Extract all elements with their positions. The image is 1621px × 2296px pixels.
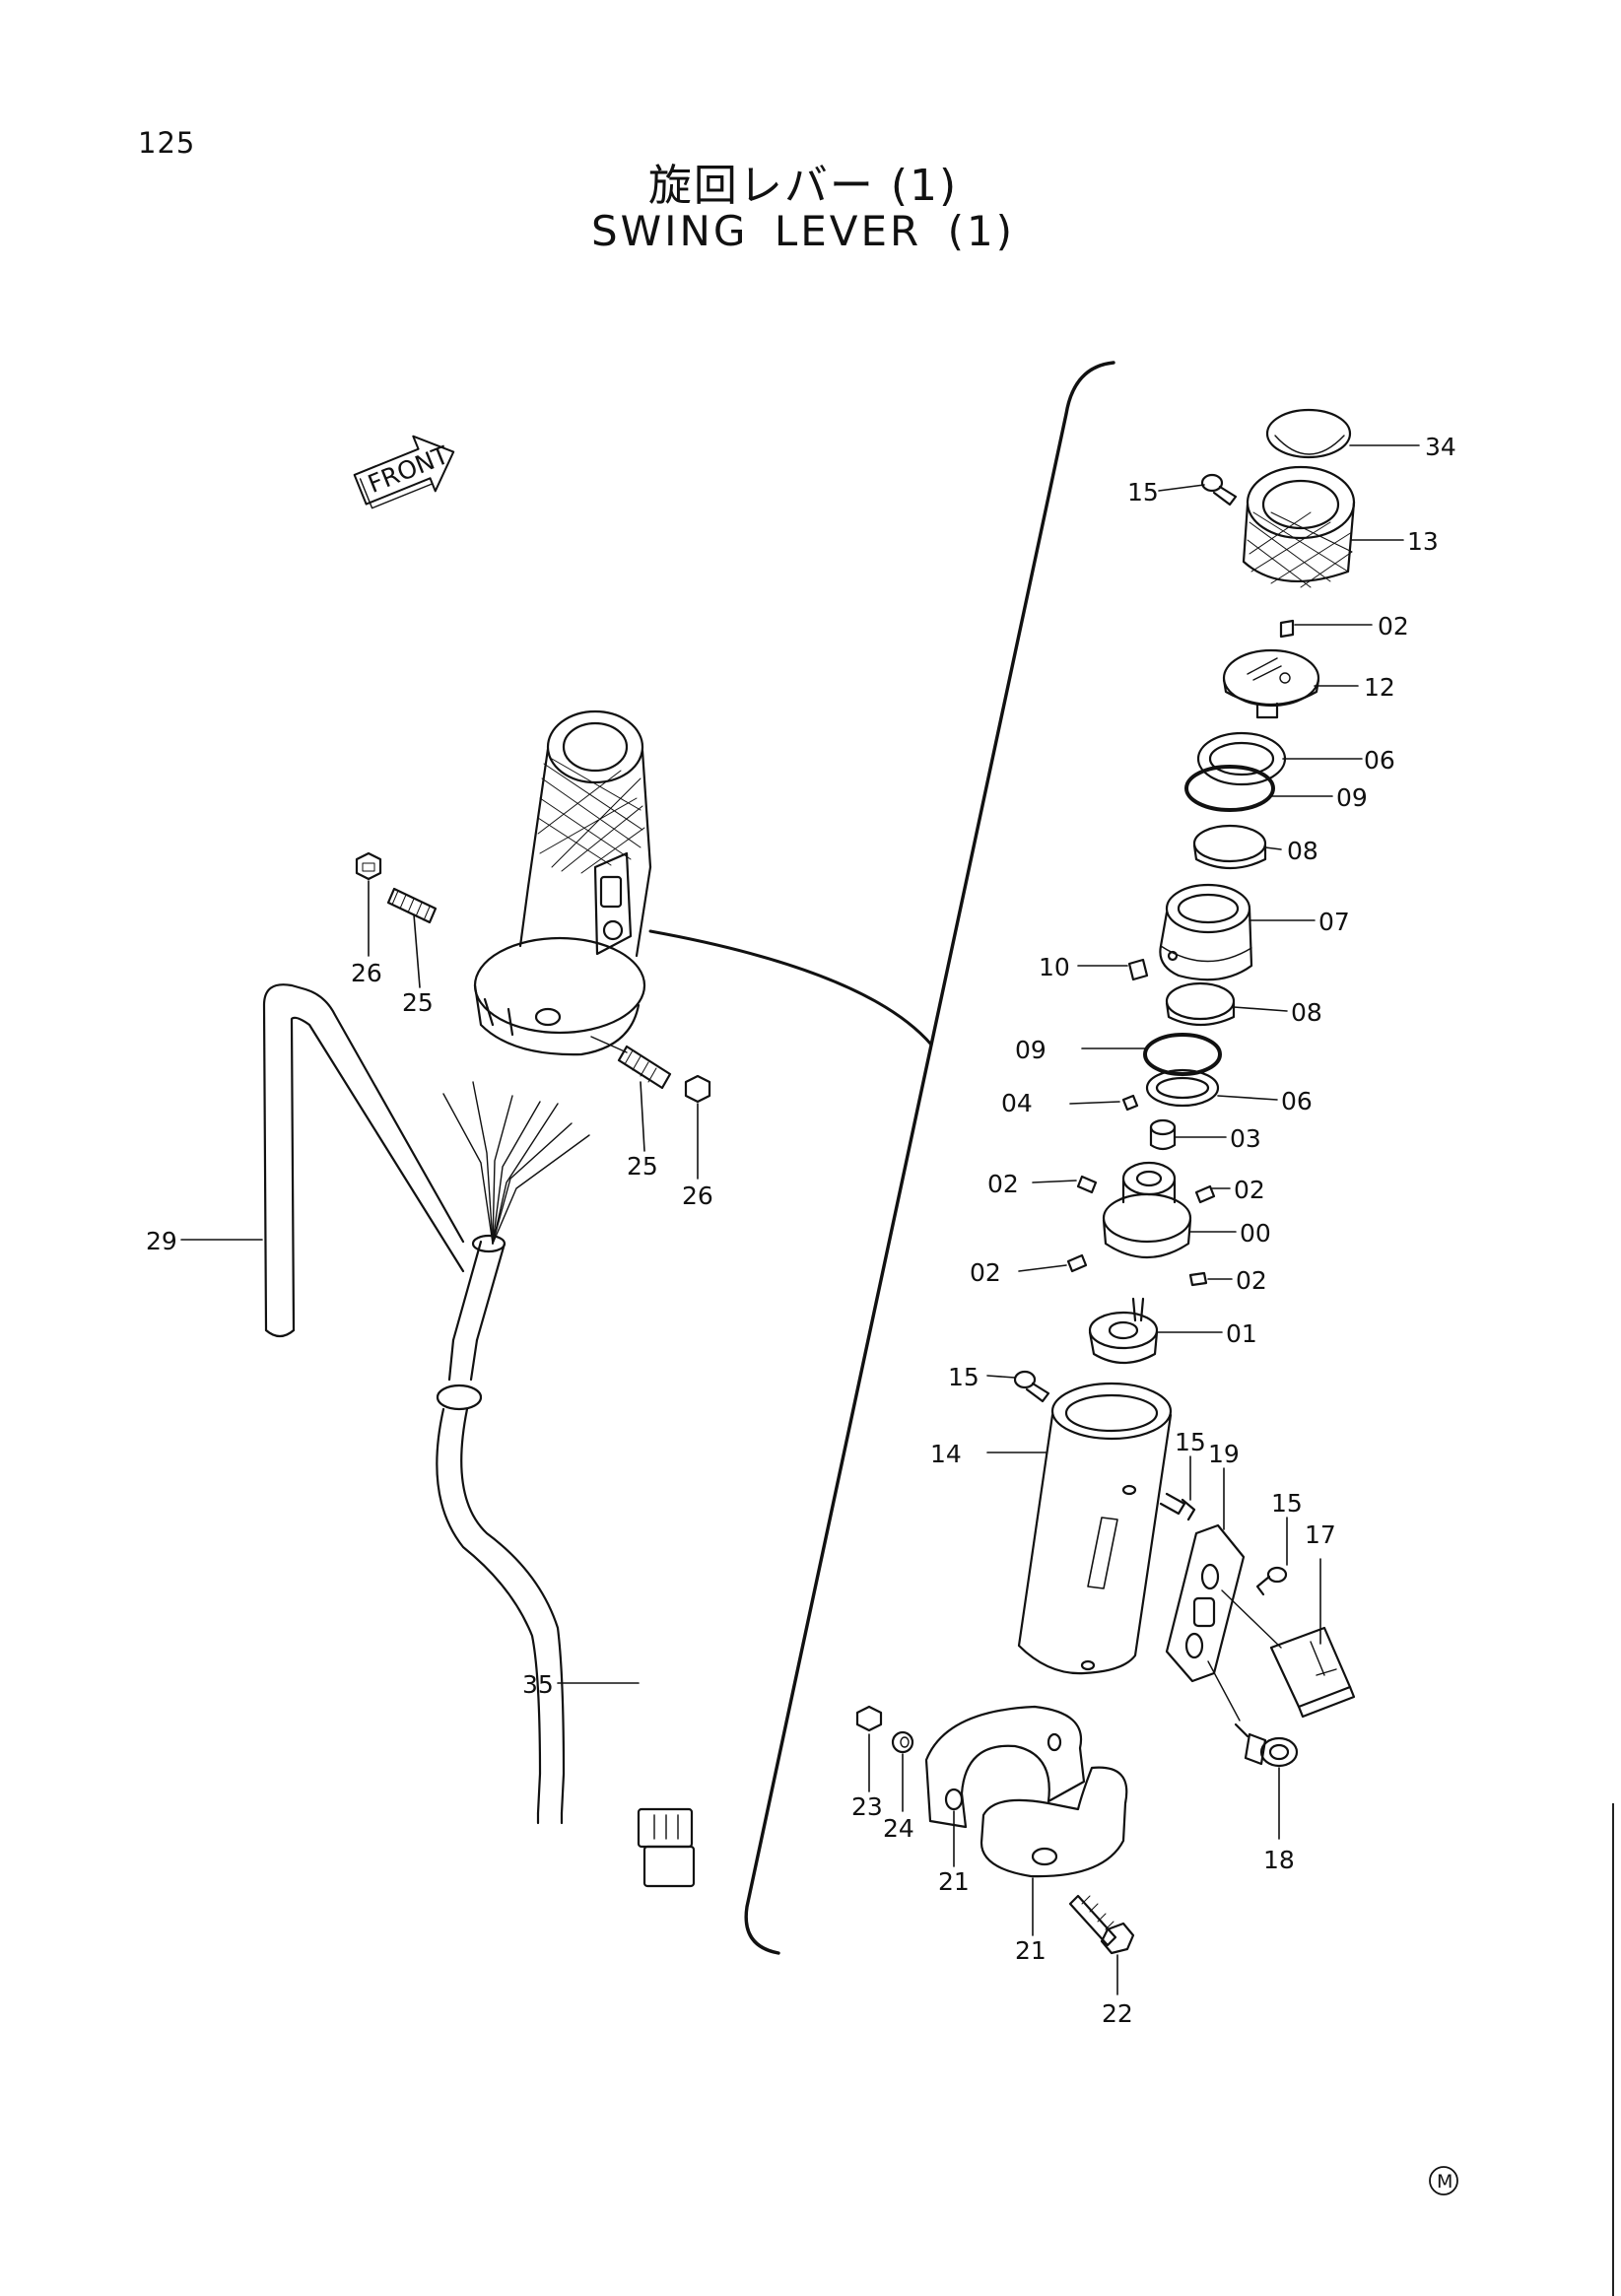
part-22-bolt xyxy=(1068,1894,1135,1955)
label-02-d: 02 xyxy=(1236,1266,1267,1295)
assembly-leader-line xyxy=(648,929,933,1047)
part-15-screw-mid xyxy=(1013,1370,1050,1403)
part-09-o-ring-upper xyxy=(1184,765,1275,812)
label-06-lower: 06 xyxy=(1281,1087,1313,1115)
page-number: 125 xyxy=(138,126,196,160)
part-17-rocker-switch xyxy=(1269,1626,1356,1719)
part-02-set-screw-a xyxy=(1076,1175,1098,1194)
part-02-set-screw-c xyxy=(1066,1253,1088,1273)
m-mark-letter: M xyxy=(1437,2171,1452,2193)
label-02-c: 02 xyxy=(970,1258,1001,1287)
part-24-washer xyxy=(891,1730,914,1754)
label-15-right-b: 15 xyxy=(1271,1489,1303,1518)
page-title-english: SWING LEVER (1) xyxy=(590,207,1016,255)
part-18-push-switch xyxy=(1234,1722,1299,1768)
part-06-washer-upper xyxy=(1196,731,1287,786)
part-34-accel-cap xyxy=(1265,408,1352,459)
label-23: 23 xyxy=(851,1792,883,1821)
stud-bolt-25-upper xyxy=(386,887,438,924)
m-mark: M xyxy=(1429,2166,1458,2195)
label-24: 24 xyxy=(883,1814,914,1843)
label-26-lower: 26 xyxy=(682,1182,713,1210)
leader-lines xyxy=(180,444,1420,1995)
lever-rod-29 xyxy=(262,983,465,1338)
label-00: 00 xyxy=(1240,1219,1271,1248)
stud-bolt-25-lower xyxy=(617,1045,672,1090)
exploded-view-bracket xyxy=(744,361,1115,1955)
part-10-pin xyxy=(1127,958,1149,981)
label-15-mid: 15 xyxy=(948,1363,979,1391)
label-06-upper: 06 xyxy=(1364,746,1395,775)
part-02-set-screw-b xyxy=(1194,1184,1216,1204)
part-14-handle-tube xyxy=(1017,1382,1173,1675)
label-10: 10 xyxy=(1039,953,1070,981)
label-35: 35 xyxy=(522,1670,554,1699)
label-15-top: 15 xyxy=(1127,478,1159,506)
part-02-set-screw-top xyxy=(1279,619,1295,639)
label-26-upper: 26 xyxy=(351,959,382,987)
part-02-set-screw-d xyxy=(1188,1271,1208,1287)
label-04: 04 xyxy=(1001,1089,1033,1117)
part-19-switch-bracket xyxy=(1165,1523,1246,1683)
label-25-upper: 25 xyxy=(402,988,434,1017)
wire-bundle xyxy=(442,1081,590,1245)
label-22: 22 xyxy=(1102,1999,1133,2028)
label-19: 19 xyxy=(1208,1440,1240,1468)
page-title-japanese: 旋回レバー (1) xyxy=(647,161,959,211)
label-18: 18 xyxy=(1263,1846,1295,1874)
front-arrow-label: FRONT xyxy=(364,440,453,499)
part-13-knurled-knob xyxy=(1242,465,1356,588)
nut-26-upper xyxy=(355,851,382,881)
part-06-washer-lower xyxy=(1145,1068,1220,1108)
part-08-bushing-upper xyxy=(1192,824,1267,869)
nut-26-lower xyxy=(684,1074,711,1104)
label-14: 14 xyxy=(930,1440,962,1468)
part-07-housing xyxy=(1159,883,1253,981)
label-21-lower: 21 xyxy=(1015,1936,1047,1965)
part-08-bushing-lower xyxy=(1165,981,1236,1027)
part-04-screw xyxy=(1121,1094,1139,1112)
label-25-lower: 25 xyxy=(627,1152,658,1181)
label-17: 17 xyxy=(1305,1520,1336,1549)
label-15-right-a: 15 xyxy=(1175,1428,1206,1456)
part-15-screw-right-a xyxy=(1159,1492,1196,1521)
label-08-upper: 08 xyxy=(1287,837,1318,865)
label-09-lower: 09 xyxy=(1015,1036,1047,1064)
label-02-a: 02 xyxy=(987,1170,1019,1198)
label-01: 01 xyxy=(1226,1319,1257,1348)
part-03-sleeve xyxy=(1149,1118,1177,1151)
part-00-switch-body xyxy=(1102,1161,1192,1259)
assembled-swing-lever xyxy=(473,709,652,1056)
part-21-clamp-upper xyxy=(924,1705,1086,1829)
label-29: 29 xyxy=(146,1227,177,1255)
part-15-screw-top xyxy=(1200,473,1238,506)
part-21-clamp-lower xyxy=(979,1766,1128,1878)
scan-edge-line xyxy=(1612,1803,1614,2296)
knurl-texture-assembled xyxy=(537,758,645,874)
part-12-cap-plate xyxy=(1222,648,1320,719)
label-13: 13 xyxy=(1407,527,1439,556)
front-arrow: FRONT xyxy=(353,435,455,509)
label-09-upper: 09 xyxy=(1336,783,1368,812)
label-07: 07 xyxy=(1318,908,1350,936)
part-15-screw-right-b xyxy=(1255,1566,1288,1596)
label-34: 34 xyxy=(1425,433,1456,461)
part-23-nut xyxy=(855,1705,883,1732)
part-09-o-ring-lower xyxy=(1143,1033,1222,1076)
part-number-labels: 34 15 13 02 12 06 09 08 07 10 08 09 06 0… xyxy=(146,433,1456,2028)
label-12: 12 xyxy=(1364,673,1395,702)
label-02-top: 02 xyxy=(1378,612,1409,641)
label-03: 03 xyxy=(1230,1124,1261,1153)
label-21-upper: 21 xyxy=(938,1867,970,1896)
harness-cable-35 xyxy=(436,1081,696,1888)
label-08-lower: 08 xyxy=(1291,998,1322,1027)
label-02-b: 02 xyxy=(1234,1176,1265,1204)
part-01-potentiometer xyxy=(1088,1297,1159,1364)
